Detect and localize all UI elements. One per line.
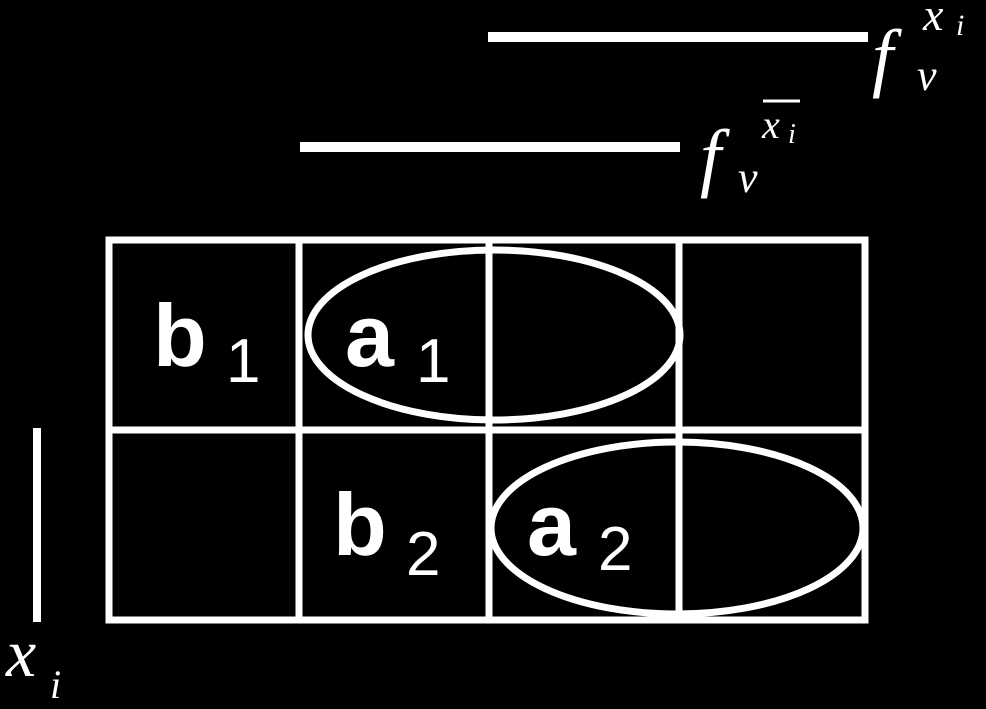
cell-b2-letter: b — [333, 475, 387, 574]
cell-b2-index: 2 — [406, 520, 440, 589]
loop-a1 — [304, 246, 684, 424]
cell-b1: b 1 — [153, 286, 260, 396]
cell-a1-index: 1 — [416, 327, 450, 396]
side-bar-label-base: x — [5, 615, 36, 691]
side-bar-label-subscript: i — [50, 662, 61, 707]
top-bar-label-base: f — [872, 15, 902, 99]
cell-a1: a 1 — [345, 286, 450, 396]
cell-a2-letter: a — [527, 475, 577, 574]
second-bar-label-superscript: x — [761, 102, 780, 147]
second-bar-label-base: f — [700, 115, 730, 199]
cell-b1-index: 1 — [226, 327, 260, 396]
top-bar-label-subscript: v — [917, 51, 937, 100]
second-bar-label-subscript: v — [738, 153, 758, 202]
cell-a2: a 2 — [527, 475, 632, 584]
second-bar-label-superscript-index: i — [788, 119, 796, 150]
cell-b2: b 2 — [333, 475, 440, 589]
side-bar-label: x i — [5, 615, 61, 707]
top-bar-label-superscript: x — [922, 0, 944, 40]
cell-b1-letter: b — [153, 286, 207, 385]
second-bar-label: f v x i — [700, 99, 800, 202]
top-bar-label: f v x i — [872, 0, 964, 100]
karnaugh-grid — [105, 236, 869, 624]
top-bar-label-superscript-index: i — [956, 9, 964, 42]
cell-a1-letter: a — [345, 286, 395, 385]
cell-a2-index: 2 — [598, 515, 632, 584]
loop-a2 — [487, 438, 867, 618]
